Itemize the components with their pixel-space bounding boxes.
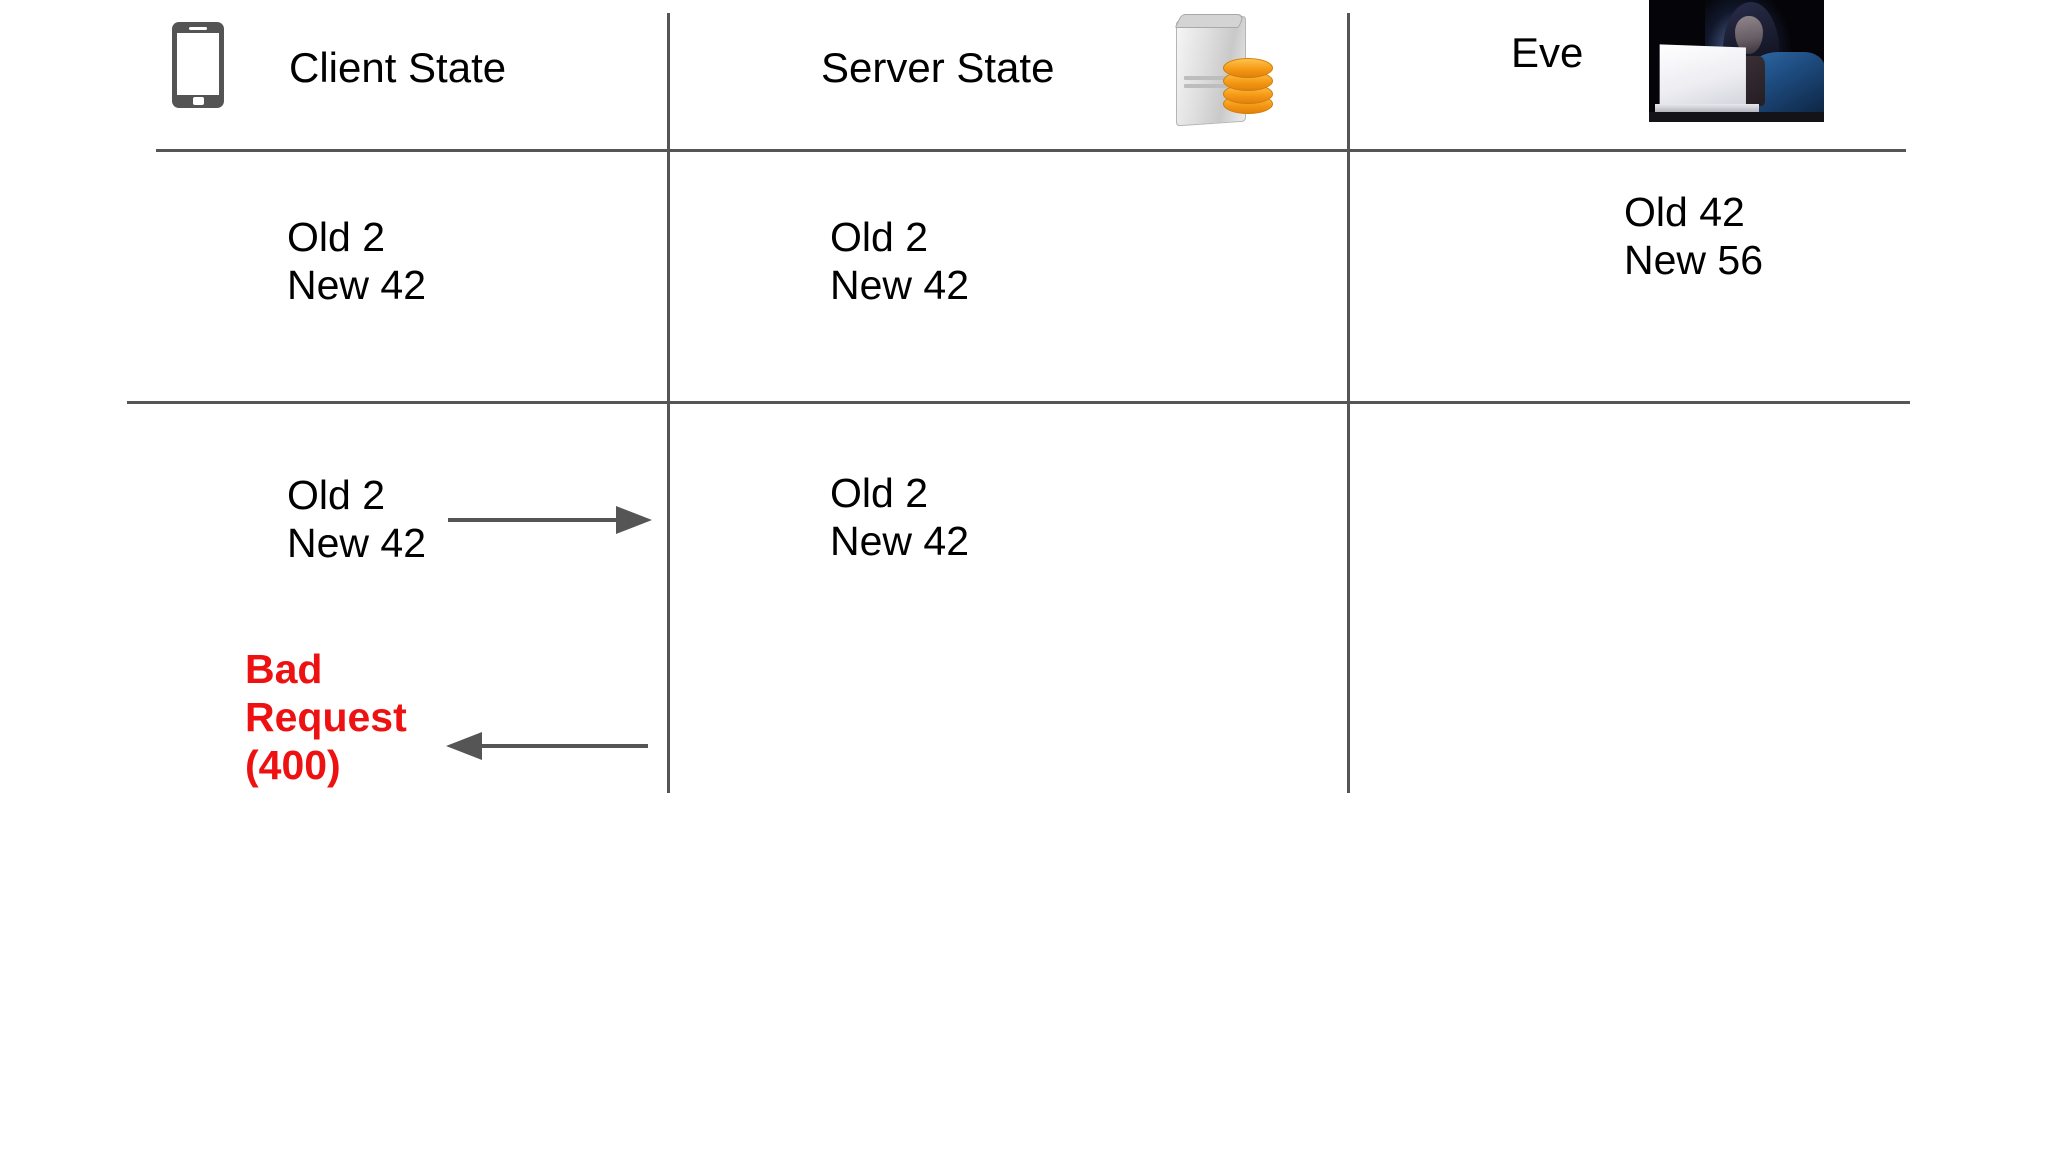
smartphone-screen (177, 33, 219, 95)
eve-state-row-1: Old 42 New 56 (1624, 188, 1763, 284)
column-header-eve: Eve (1511, 29, 1584, 76)
bad-request-error-label: Bad Request (400) (245, 646, 407, 788)
desk-surface (1649, 112, 1824, 122)
server-new-value-row-1: New 42 (830, 262, 970, 308)
column-header-client-state: Client State (289, 44, 507, 91)
client-old-value-row-1: Old 2 (287, 214, 385, 260)
database-band (1223, 58, 1273, 78)
server-drive-slot (1184, 84, 1228, 88)
server-eve-divider-line (1347, 13, 1350, 793)
client-state-row-1: Old 2 New 42 (287, 213, 426, 309)
eve-new-value-row-1: New 56 (1624, 237, 1764, 283)
row-1-separator-line (127, 401, 1910, 404)
server-drive-slot (1184, 76, 1228, 80)
client-new-value-row-2: New 42 (287, 520, 427, 566)
server-old-value-row-2: Old 2 (830, 470, 928, 516)
server-database-icon (1168, 14, 1278, 127)
request-arrow (448, 506, 652, 534)
client-new-value-row-1: New 42 (287, 262, 427, 308)
laptop-base (1655, 104, 1759, 114)
smartphone-home-button (192, 97, 204, 105)
client-old-value-row-2: Old 2 (287, 472, 385, 518)
server-tower-top (1174, 14, 1246, 28)
client-server-divider-line (667, 13, 670, 793)
laptop-screen (1659, 44, 1746, 110)
eve-old-value-row-1: Old 42 (1624, 189, 1745, 235)
server-state-row-1: Old 2 New 42 (830, 213, 969, 309)
smartphone-speaker (189, 27, 207, 30)
smartphone-icon (172, 22, 224, 108)
response-arrow (446, 732, 648, 760)
client-state-row-2: Old 2 New 42 (287, 471, 426, 567)
server-old-value-row-1: Old 2 (830, 214, 928, 260)
database-cylinder-icon (1223, 58, 1273, 114)
server-state-row-2: Old 2 New 42 (830, 469, 969, 565)
eve-hacker-photo (1649, 0, 1824, 122)
server-new-value-row-2: New 42 (830, 518, 970, 564)
header-separator-line (156, 149, 1906, 152)
column-header-server-state: Server State (821, 44, 1055, 91)
